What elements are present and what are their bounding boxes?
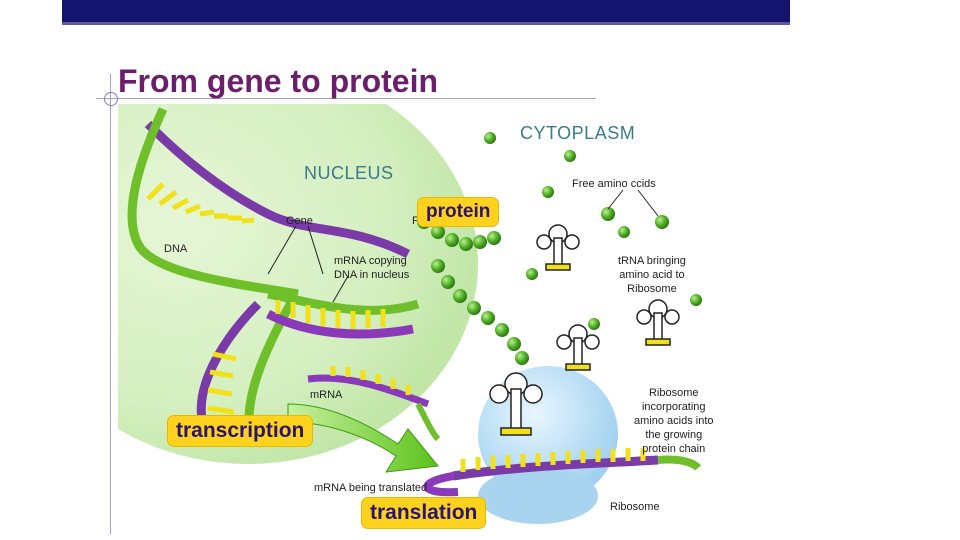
- left-rule: [110, 74, 111, 534]
- mrna-copying-label: mRNA copying DNA in nucleus: [334, 254, 409, 282]
- ribosome-incorporating-label: Ribosome incorporating amino acids into …: [634, 386, 714, 456]
- trna-3: [556, 324, 600, 371]
- ribosome-label: Ribosome: [610, 501, 660, 513]
- transcription-arrow: [287, 403, 439, 473]
- free-amino-label: Free amino ccids: [572, 178, 656, 190]
- ribosome-incorp-line-2: incorporating: [641, 401, 706, 413]
- trna-label: tRNA bringing amino acid to Ribosome: [618, 254, 686, 296]
- mrna-copying-line-1: mRNA copying: [334, 255, 407, 267]
- ribosome-incorp-line-4: the growing: [645, 429, 703, 441]
- crosshair-mark: [104, 92, 118, 106]
- cut-letter: P: [412, 215, 420, 227]
- amino-acid-pointer-lines: [607, 189, 659, 217]
- trna-1: [536, 224, 580, 271]
- ribosome-incorp-line-5: protein chain: [642, 443, 706, 455]
- top-banner: [62, 0, 790, 22]
- trna-line-1: tRNA bringing: [618, 255, 686, 267]
- translated-mrna: [423, 448, 702, 497]
- transcription-tag: transcription: [168, 416, 313, 446]
- mrna-label: mRNA: [310, 389, 343, 401]
- protein-chain: [417, 215, 529, 365]
- mrna-translated-label: mRNA being translated: [314, 482, 428, 494]
- trna-4: [489, 372, 543, 436]
- title-rule: [96, 98, 596, 99]
- cytoplasm-label: CYTOPLASM: [520, 123, 636, 143]
- slide-title: From gene to protein: [118, 63, 438, 99]
- trna-2: [636, 299, 680, 346]
- diagram-canvas: [118, 104, 702, 524]
- trna-line-3: Ribosome: [627, 283, 677, 295]
- free-amino-acids: [484, 132, 702, 330]
- gene-pointer-lines: [267, 225, 349, 303]
- trna-molecules: [489, 224, 680, 436]
- dna-label: DNA: [164, 243, 188, 255]
- protein-tag: protein: [418, 198, 499, 226]
- mrna-strand: [307, 366, 441, 442]
- nucleus-label: NUCLEUS: [304, 163, 394, 183]
- ribosome-small-subunit: [478, 468, 598, 524]
- translation-tag: translation: [362, 498, 486, 528]
- ribosome-incorp-line-3: amino acids into: [634, 415, 714, 427]
- gene-label: Gene: [286, 215, 313, 227]
- dna-double-helix: [127, 107, 411, 446]
- trna-line-2: amino acid to: [619, 269, 685, 281]
- top-banner-stripe: [62, 22, 790, 25]
- gene-to-protein-diagram: NUCLEUS CYTOPLASM DNA Gene P mRNA copyin…: [118, 104, 720, 536]
- ribosome-incorp-line-1: Ribosome: [648, 387, 699, 399]
- gene-transcription-strand: [265, 289, 420, 339]
- mrna-copying-line-2: DNA in nucleus: [334, 269, 410, 281]
